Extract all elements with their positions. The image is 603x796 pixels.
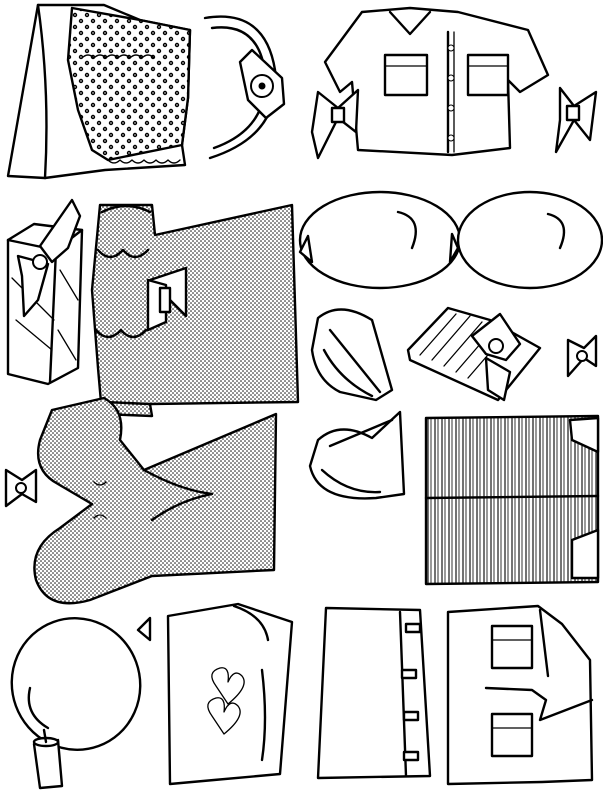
striped-skirt-icon [424,414,600,586]
heart-tshirt-icon [166,602,294,786]
party-dress-icon [90,203,300,418]
balloon-icon [298,190,603,290]
floral-dress-icon [6,3,192,180]
cup-icon [32,728,64,790]
flower-headband-icon [203,15,286,160]
balloon-icon [10,616,152,751]
button-shirt-icon [323,6,550,157]
shorts-icon [316,606,432,780]
mary-jane-shoes-icon [308,308,406,500]
bow-icon [4,468,38,508]
bow-icon [310,86,598,160]
pocket-shirt-icon [446,604,594,786]
gift-box-icon [6,198,84,386]
wrapped-gift-icon [406,306,598,402]
socks-icon [33,396,278,605]
